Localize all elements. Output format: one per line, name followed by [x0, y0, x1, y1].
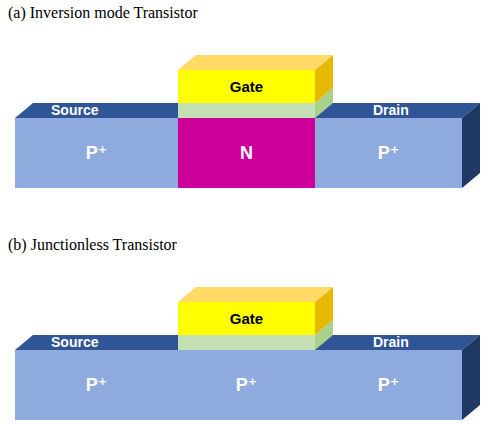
doping-label: P⁺: [378, 142, 400, 164]
channel-region: P⁺: [178, 350, 315, 420]
panel-title: (a) Inversion mode Transistor: [8, 4, 198, 22]
gate-oxide: [178, 103, 315, 118]
gate-oxide: [178, 335, 315, 350]
gate-electrode: Gate: [178, 302, 315, 335]
doping-label: N: [240, 143, 253, 164]
slab-side-face: [462, 335, 480, 420]
gate-label: Gate: [230, 310, 263, 327]
doping-label: P⁺: [378, 374, 400, 396]
drain-region: DrainP⁺: [315, 350, 462, 420]
doping-label: P⁺: [86, 142, 108, 164]
gate-label: Gate: [230, 78, 263, 95]
gate-top-face: [178, 287, 333, 302]
source-region: SourceP⁺: [15, 350, 178, 420]
channel-region: N: [178, 118, 315, 188]
panel-title: (b) Junctionless Transistor: [8, 236, 177, 254]
doping-label: P⁺: [86, 374, 108, 396]
gate-top-face: [178, 55, 333, 70]
terminal-name: Drain: [373, 103, 409, 118]
slab-side-face: [462, 103, 480, 188]
terminal-name: Source: [51, 103, 98, 118]
doping-label: P⁺: [236, 374, 258, 396]
drain-region: DrainP⁺: [315, 118, 462, 188]
slab-top-face: [15, 335, 480, 350]
slab-top-face: [15, 103, 480, 118]
terminal-name: Drain: [373, 335, 409, 350]
gate-electrode: Gate: [178, 70, 315, 103]
source-region: SourceP⁺: [15, 118, 178, 188]
terminal-name: Source: [51, 335, 98, 350]
